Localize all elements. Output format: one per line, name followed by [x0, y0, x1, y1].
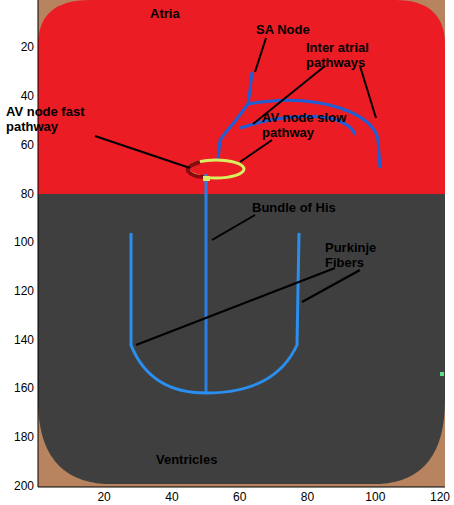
y-tick-label: 60 [21, 138, 34, 152]
y-tick-label: 100 [14, 235, 34, 249]
ventricles-region [38, 194, 445, 484]
y-tick-label: 20 [21, 40, 34, 54]
av-node-fast [188, 162, 204, 177]
atria-band: Atria [38, 0, 445, 194]
y-tick-label: 180 [14, 430, 34, 444]
av-node-exit [203, 176, 210, 181]
speck [440, 372, 444, 376]
y-tick-label: 40 [21, 89, 34, 103]
x-tick-label: 60 [233, 490, 246, 504]
y-tick-label: 80 [21, 187, 34, 201]
y-tick-label: 200 [14, 479, 34, 493]
x-tick-label: 80 [301, 490, 314, 504]
x-tick-label: 40 [165, 490, 178, 504]
region-label: Atria [150, 6, 180, 21]
callout-label: AV node slow pathway [262, 110, 357, 140]
background-tissue [38, 0, 445, 487]
x-tick-label: 100 [365, 490, 385, 504]
axis-ticks [38, 0, 445, 487]
callout-label: Inter atrial pathways [306, 40, 416, 70]
ventricles-band: Ventricles [38, 194, 445, 487]
callout-label: SA Node [256, 22, 310, 37]
callout-label: AV node fast pathway [6, 104, 101, 134]
atria-region [38, 0, 445, 194]
callout-label: Purkinje Fibers [325, 240, 405, 270]
region-label: Ventricles [156, 452, 217, 467]
bundle-line [205, 174, 208, 393]
x-tick-label: 120 [430, 490, 450, 504]
y-tick-label: 120 [14, 284, 34, 298]
y-tick-label: 140 [14, 333, 34, 347]
y-tick-label: 160 [14, 381, 34, 395]
purkinje-line [131, 233, 299, 393]
av-node-slow [188, 160, 244, 178]
leader-lines [95, 38, 376, 345]
callout-label: Bundle of His [252, 200, 336, 215]
x-tick-label: 20 [97, 490, 110, 504]
